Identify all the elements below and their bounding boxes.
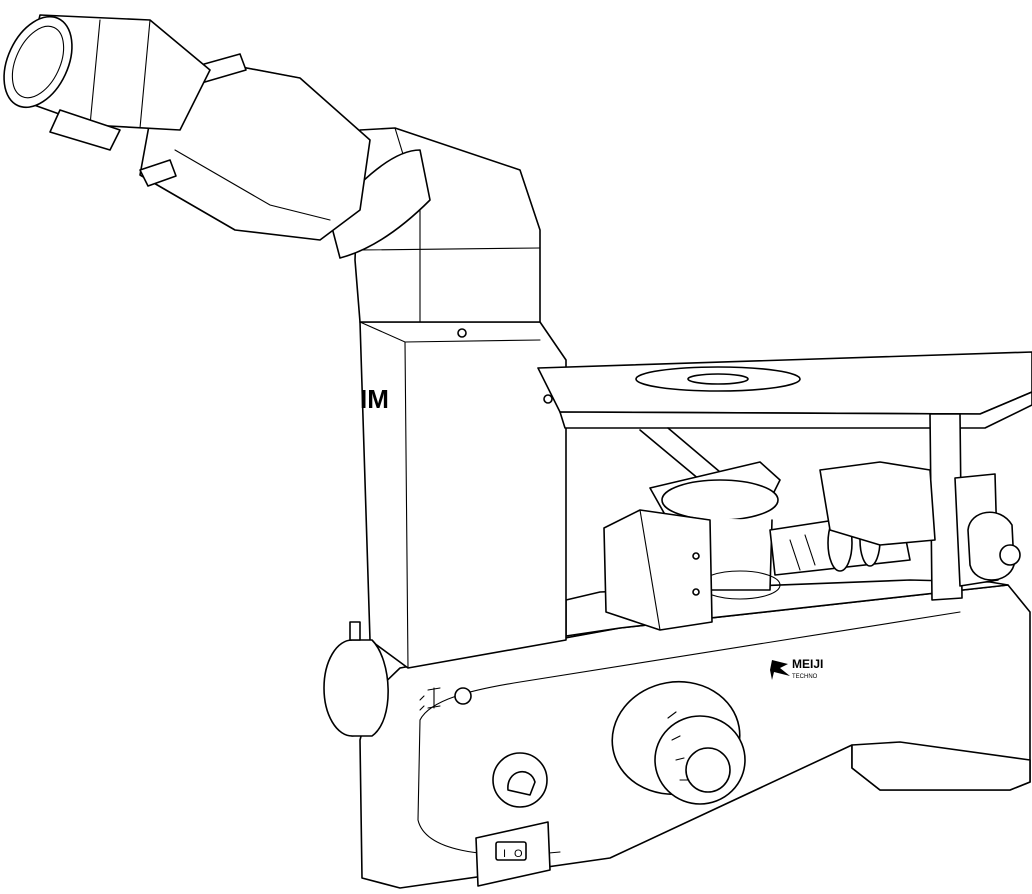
brand-logo-icon xyxy=(770,660,790,680)
brand-name: MEIJI xyxy=(792,657,823,671)
power-switch[interactable]: I O xyxy=(475,821,551,887)
body-markings: IM MEIJI TECHNO xyxy=(360,384,823,711)
power-switch-on-label: I xyxy=(503,848,506,860)
power-switch-off-label: O xyxy=(514,848,523,860)
coarse-focus-knob[interactable] xyxy=(323,621,389,737)
binocular-head xyxy=(329,127,541,323)
brightness-knob[interactable] xyxy=(454,687,548,808)
eyepiece-tubes xyxy=(3,14,371,241)
model-mark: IM xyxy=(360,384,389,414)
lamp-housing xyxy=(603,509,713,631)
brand-subtitle: TECHNO xyxy=(792,674,818,680)
specimen-stage xyxy=(537,351,1032,601)
illuminator-tube xyxy=(769,461,1021,587)
fine-focus-knob[interactable] xyxy=(603,672,749,805)
microscope-pillar xyxy=(359,321,567,669)
